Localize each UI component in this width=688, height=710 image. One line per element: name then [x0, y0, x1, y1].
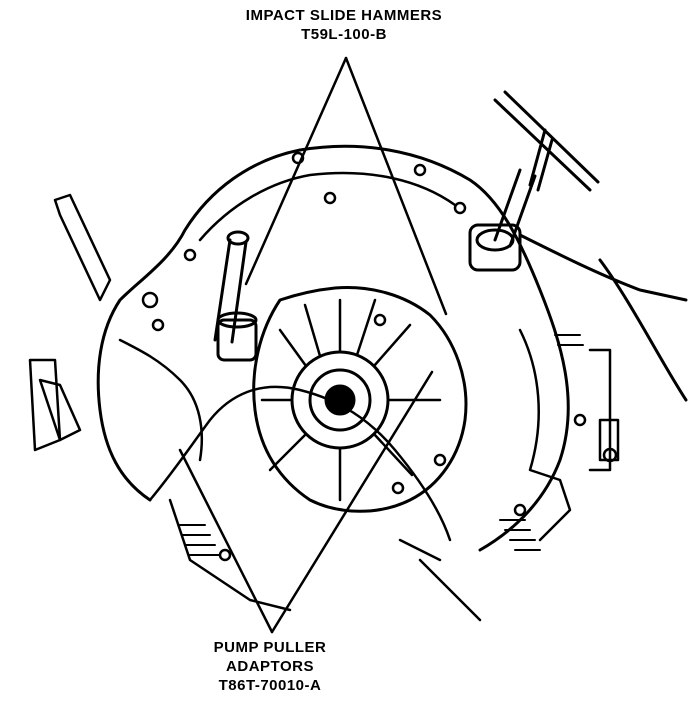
pump-vanes	[260, 298, 442, 502]
right-slide-hammer	[493, 168, 537, 248]
callout-title: PUMP PULLER	[213, 639, 327, 656]
housing-bolts	[141, 151, 618, 562]
hatching	[179, 334, 584, 556]
t-handle	[493, 90, 600, 192]
callout-part-number: T86T-70010-A	[218, 677, 322, 694]
callout-subtitle: ADAPTORS	[226, 658, 314, 675]
callout-part-number: T59L-100-B	[301, 26, 387, 43]
pump-puller-adaptors-callout: PUMP PULLER ADAPTORS T86T-70010-A	[150, 638, 390, 695]
leader-top-right	[344, 56, 448, 316]
pump-housing-plate	[118, 338, 452, 542]
transmission-case-outline	[518, 233, 688, 402]
left-bracket	[38, 193, 112, 442]
lower-housing	[168, 498, 482, 622]
converter-housing	[96, 144, 570, 552]
leader-top-left	[244, 56, 348, 286]
callout-title: IMPACT SLIDE HAMMERS	[245, 7, 443, 24]
impact-slide-hammers-callout: IMPACT SLIDE HAMMERS T59L-100-B	[194, 6, 494, 44]
leader-bottom-right	[178, 448, 274, 634]
leader-bottom-left	[270, 370, 434, 634]
